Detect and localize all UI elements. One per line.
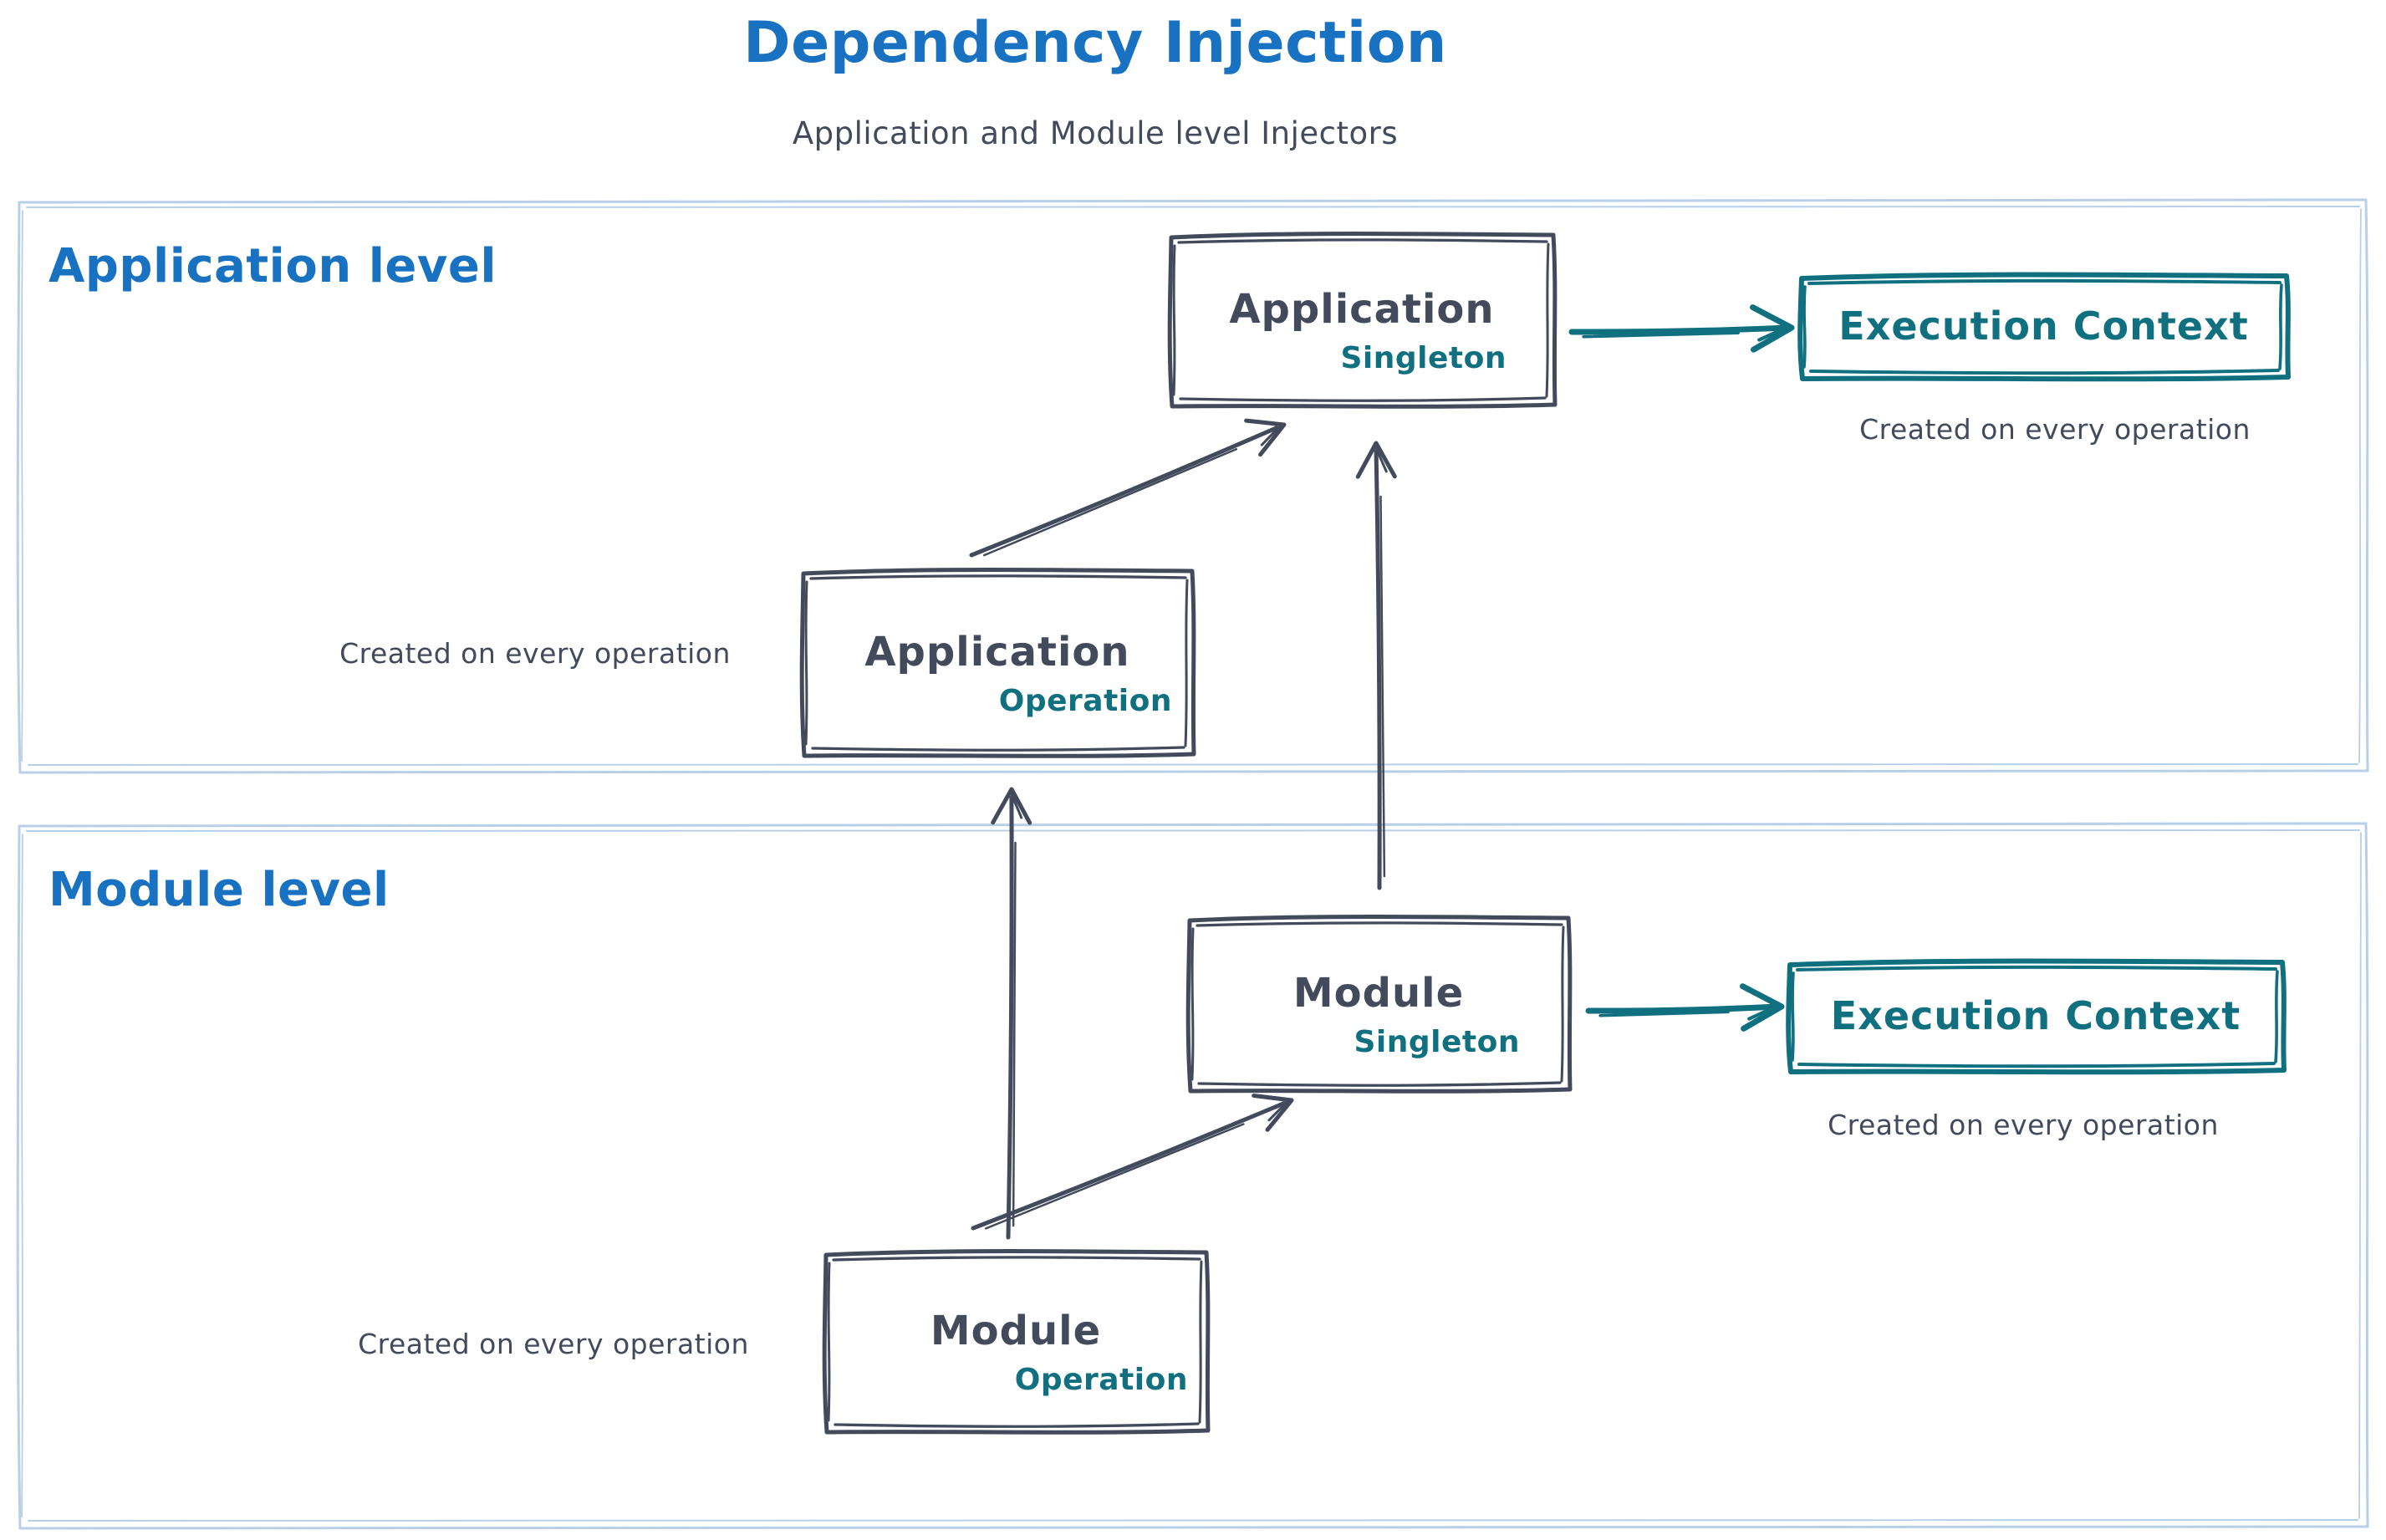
note-created-on-every-operation: Created on every operation	[358, 1328, 749, 1360]
box-label: Module	[1292, 969, 1465, 1017]
section-label-application-level: Application level	[48, 239, 497, 293]
execution-context-module-box-border	[1786, 958, 2287, 1075]
execution-context-app-box-border	[1797, 272, 2291, 382]
box-label: Application	[864, 628, 1130, 676]
box-label: Application	[1229, 285, 1495, 333]
arrow-module-singleton-to-execution-context	[1585, 983, 1785, 1032]
diagram-title: Dependency Injection	[743, 10, 1447, 76]
arrow-module-operation-to-app-operation	[991, 787, 1032, 1240]
note-created-on-every-operation: Created on every operation	[1859, 413, 2251, 446]
box-scope-label: Operation	[1014, 1362, 1188, 1397]
arrow-module-operation-to-module-singleton	[971, 1093, 1294, 1231]
arrow-app-operation-to-app-singleton	[969, 418, 1287, 558]
module-operation-box: Module Operation	[823, 1250, 1208, 1432]
note-created-on-every-operation: Created on every operation	[339, 637, 731, 670]
execution-context-label: Execution Context	[1838, 303, 2249, 349]
box-label: Module	[930, 1307, 1102, 1354]
application-operation-box-border	[799, 568, 1196, 758]
diagram-subtitle: Application and Module level Injectors	[792, 115, 1399, 151]
box-scope-label: Operation	[998, 683, 1172, 718]
module-singleton-box: Module Singleton	[1187, 915, 1570, 1091]
arrow-app-singleton-to-execution-context	[1568, 304, 1795, 353]
box-scope-label: Singleton	[1340, 340, 1507, 375]
application-operation-box: Application Operation	[801, 569, 1194, 756]
module-singleton-box-border	[1185, 915, 1573, 1094]
application-singleton-box: Application Singleton	[1169, 232, 1555, 406]
module-operation-box-border	[822, 1249, 1211, 1435]
note-created-on-every-operation: Created on every operation	[1828, 1109, 2219, 1141]
execution-context-box-module: Execution Context	[1787, 960, 2284, 1072]
application-singleton-box-border	[1167, 232, 1558, 409]
arrow-module-singleton-to-app-singleton	[1355, 441, 1397, 890]
section-label-module-level: Module level	[48, 863, 390, 917]
execution-context-box-application: Execution Context	[1799, 273, 2288, 379]
box-scope-label: Singleton	[1354, 1024, 1520, 1059]
execution-context-label: Execution Context	[1830, 993, 2241, 1038]
